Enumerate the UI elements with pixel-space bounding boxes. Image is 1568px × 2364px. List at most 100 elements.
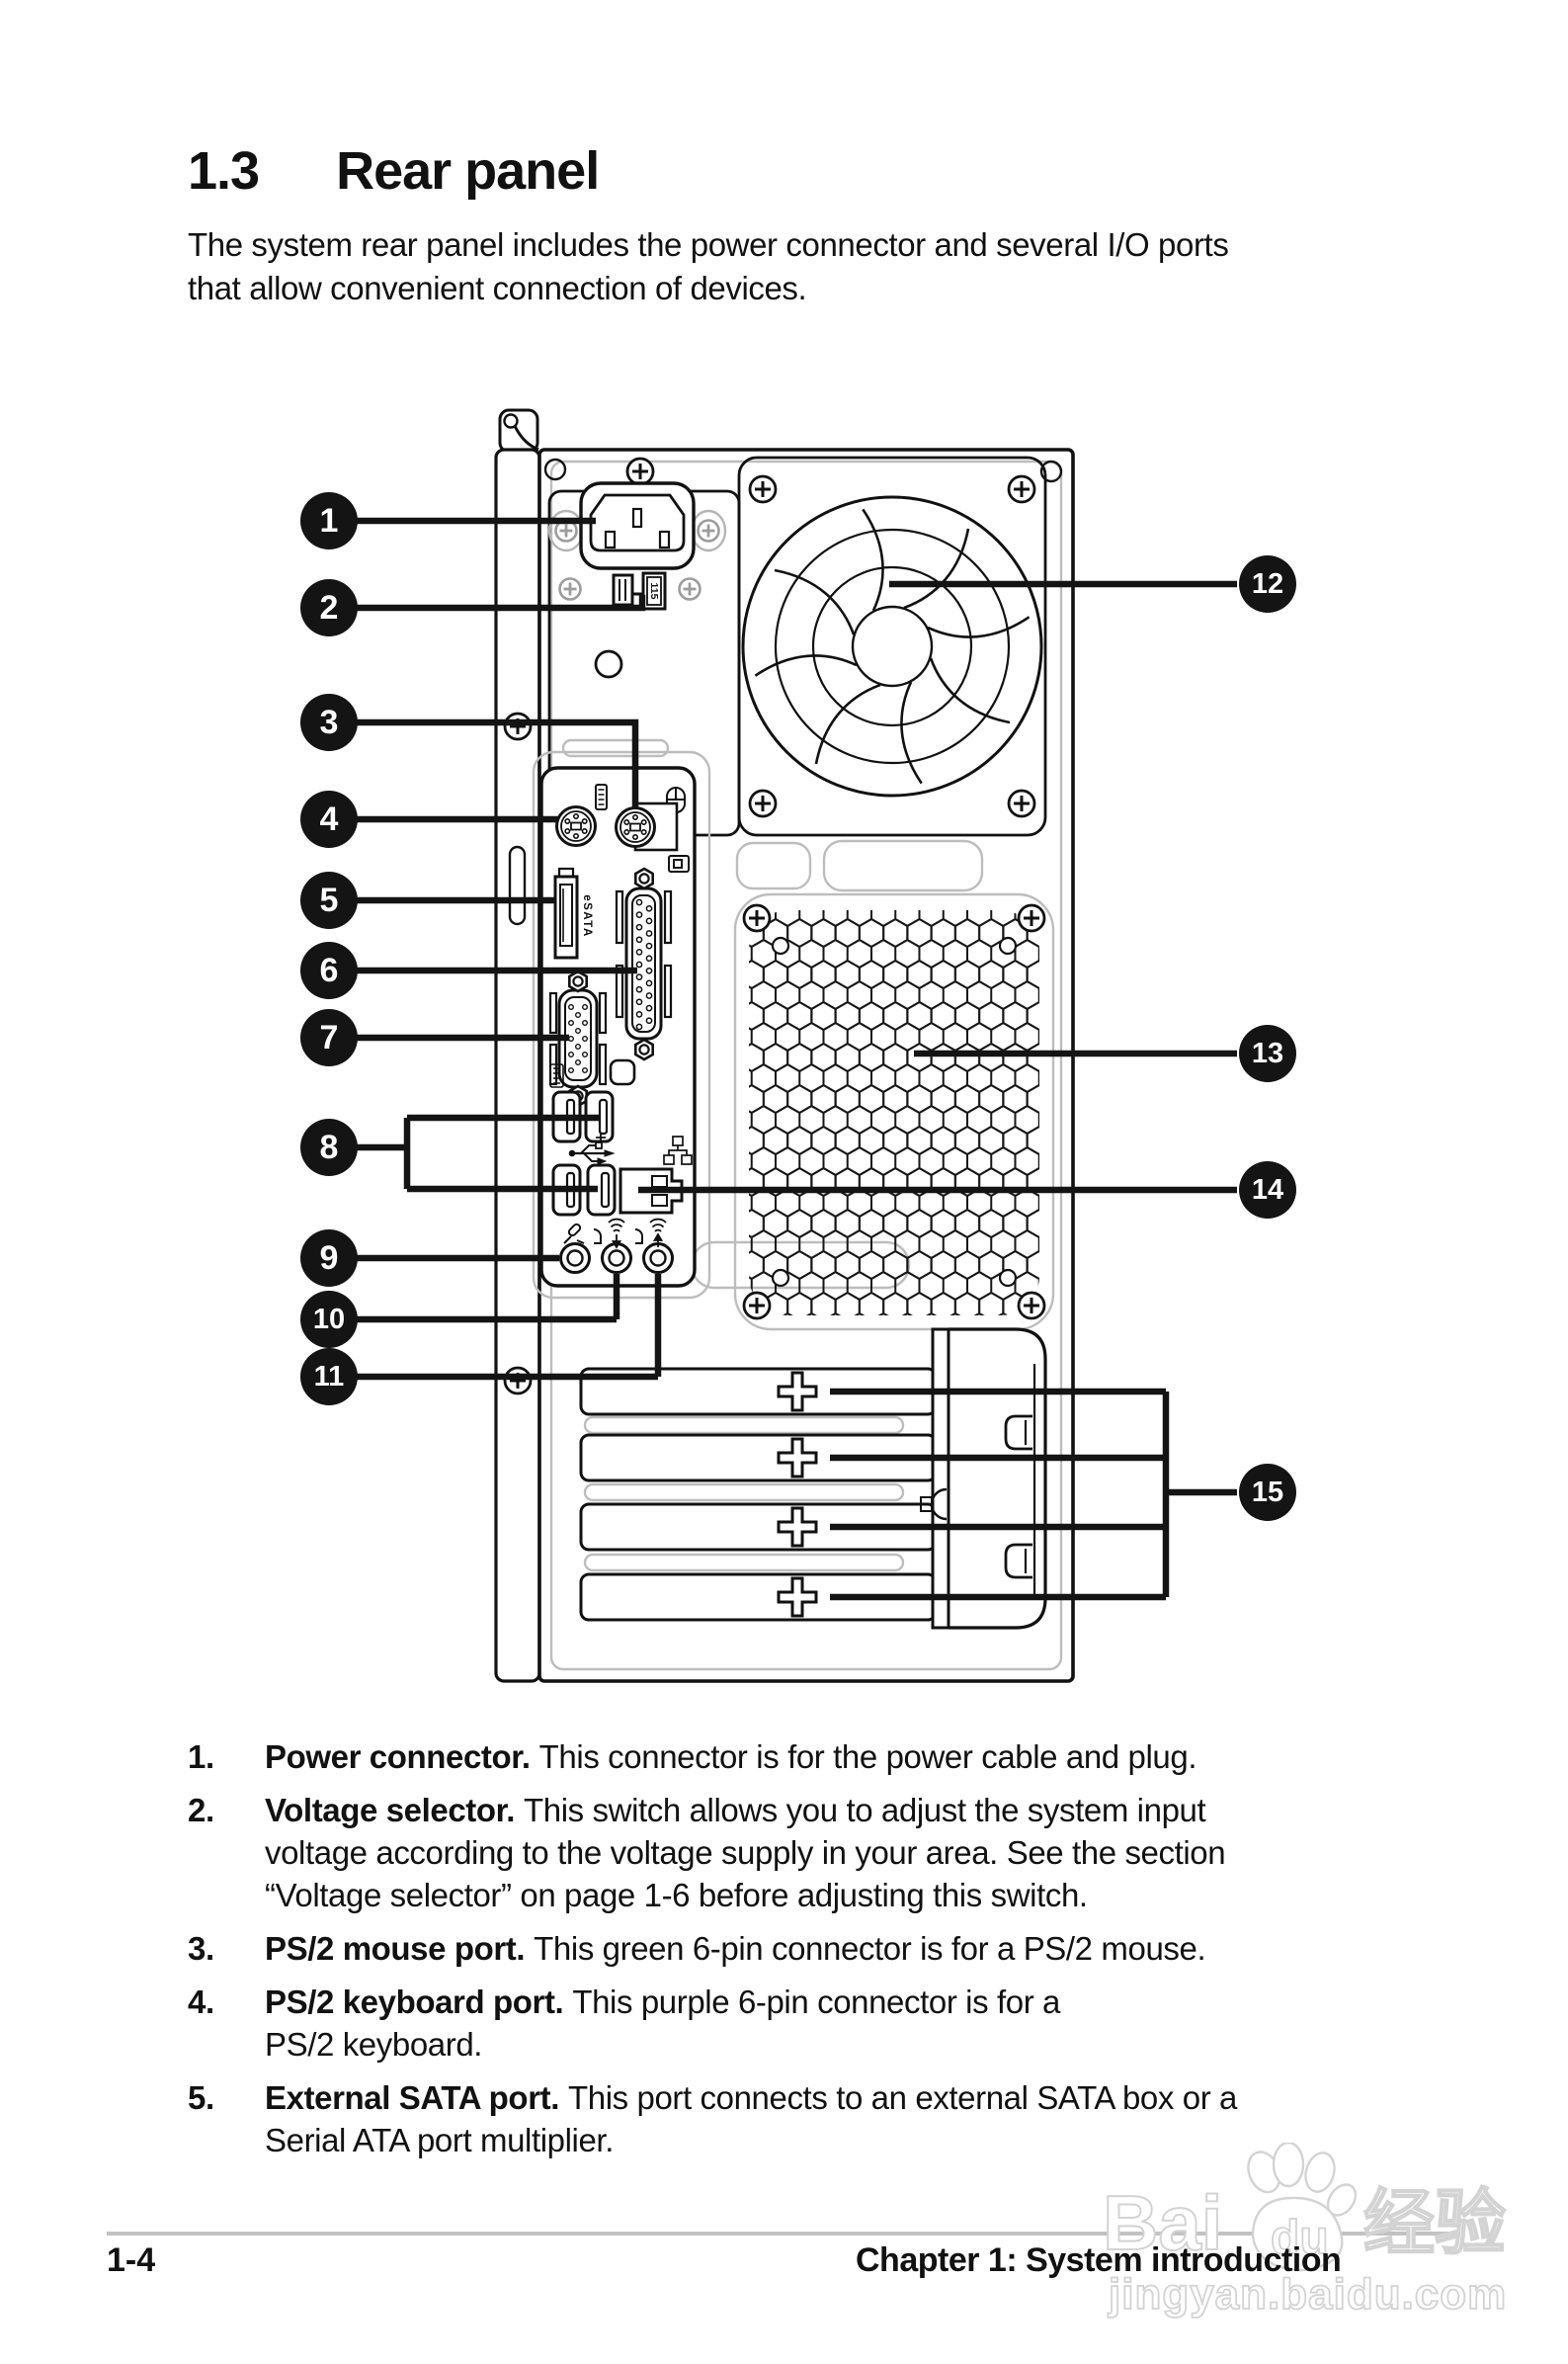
retention-clip-1: [1004, 1414, 1032, 1451]
list-item-4: 4. PS/2 keyboard port.This purple 6-pin …: [188, 1981, 1433, 2066]
vga-port: [548, 988, 608, 1089]
usb-icon: [568, 1133, 616, 1165]
list-item-2: 2. Voltage selector.This switch allows y…: [188, 1789, 1433, 1916]
item-number: 2.: [188, 1792, 214, 1828]
svg-text:14: 14: [1252, 1174, 1283, 1206]
callout-11: 11: [300, 1348, 358, 1405]
voltage-selector-label: 115: [648, 583, 660, 600]
line-out-icon: [649, 1218, 667, 1247]
watermark-du-text: du: [1271, 2212, 1329, 2264]
slot-bracket: [949, 1327, 1047, 1630]
callout-15: 15: [1239, 1464, 1296, 1521]
description-list: 1. Power connector.This connector is for…: [188, 1735, 1433, 2172]
item-text: “Voltage selector” on page 1-6 before ad…: [265, 1877, 1088, 1913]
item-text: voltage according to the voltage supply …: [265, 1834, 1226, 1871]
expansion-slots: [579, 1327, 1047, 1630]
ps2-keyboard-port: [555, 805, 597, 847]
rear-panel-diagram: 115: [296, 400, 1304, 1715]
svg-text:7: 7: [320, 1019, 339, 1056]
svg-text:11: 11: [314, 1361, 345, 1393]
svg-text:15: 15: [1252, 1477, 1283, 1508]
rear-panel-figure: 115: [300, 408, 1296, 1683]
line-in-icon: [608, 1218, 625, 1249]
voltage-selector: [612, 571, 667, 611]
item-number: 3.: [188, 1930, 214, 1967]
item-text: Serial ATA port multiplier.: [265, 2122, 614, 2158]
callout-4: 4: [300, 791, 358, 848]
item-text: This switch allows you to adjust the sys…: [524, 1792, 1206, 1828]
callout-7: 7: [300, 1009, 358, 1066]
list-item-3: 3. PS/2 mouse port.This green 6-pin conn…: [188, 1927, 1433, 1970]
svg-text:2: 2: [320, 589, 339, 627]
dip-icon: [549, 1063, 564, 1088]
intro-paragraph: The system rear panel includes the power…: [188, 223, 1393, 310]
callout-6: 6: [300, 942, 358, 999]
svg-text:3: 3: [320, 704, 339, 741]
callout-2: 2: [300, 579, 358, 636]
callout-leader-lines: [357, 517, 1237, 1601]
callout-1: 1: [300, 492, 358, 549]
svg-text:13: 13: [1252, 1038, 1283, 1069]
vent-plate: [733, 892, 1055, 1331]
callout-8: 8: [300, 1119, 358, 1176]
ps2-mouse-port: [615, 806, 656, 848]
power-connector: [547, 481, 727, 570]
esata-port: [553, 867, 579, 960]
keyboard-icon: [595, 784, 608, 810]
watermark-url-text: jingyan.baidu.com: [1108, 2270, 1507, 2319]
item-term: PS/2 keyboard port.: [265, 1984, 564, 2020]
section-title: Rear panel: [336, 141, 600, 201]
callout-bubbles: 1 2 3 4 5 6 7 8 9 10 11 12 13 14 15: [300, 492, 1296, 1521]
watermark-jingyan-characters: 经验: [1363, 2184, 1506, 2263]
watermark-bai-text: Bai: [1103, 2179, 1222, 2266]
flange-slot: [508, 845, 527, 926]
microphone-jack: [559, 1242, 591, 1274]
icon-hook-1: [593, 1228, 602, 1244]
footer-chapter-title: Chapter 1: System introduction: [856, 2241, 1342, 2279]
item-text: This green 6-pin connector is for a PS/2…: [534, 1930, 1206, 1967]
intro-line-2: that allow convenient connection of devi…: [188, 270, 807, 306]
item-text: This purple 6-pin connector is for a: [572, 1984, 1061, 2020]
item-term: PS/2 mouse port.: [265, 1930, 526, 1967]
item-text: This connector is for the power cable an…: [538, 1738, 1197, 1775]
item-term: Voltage selector.: [265, 1792, 516, 1828]
section-heading: 1.3 Rear panel: [188, 140, 600, 202]
baidu-watermark: Bai du 经验 jingyan.baidu.com: [1095, 2141, 1529, 2335]
lan-icon: [663, 1136, 693, 1165]
punchout-square: [609, 1058, 636, 1086]
callout-14: 14: [1239, 1161, 1296, 1219]
callout-9: 9: [300, 1229, 358, 1287]
icon-hook-2: [634, 1228, 643, 1244]
item-number: 4.: [188, 1984, 214, 2020]
list-item-1: 1. Power connector.This connector is for…: [188, 1735, 1433, 1778]
svg-text:9: 9: [320, 1239, 339, 1277]
callout-3: 3: [300, 694, 358, 751]
item-term: External SATA port.: [265, 2079, 559, 2116]
item-text: PS/2 keyboard.: [265, 2026, 483, 2063]
footer-rule: [107, 2232, 1460, 2236]
svg-text:12: 12: [1252, 568, 1283, 600]
svg-text:5: 5: [320, 882, 339, 919]
intro-line-1: The system rear panel includes the power…: [188, 226, 1229, 263]
psu-fan: [741, 495, 1043, 798]
slot-retention-bar: [931, 1327, 950, 1630]
item-number: 1.: [188, 1738, 214, 1775]
callout-12: 12: [1239, 555, 1296, 613]
svg-text:10: 10: [313, 1304, 345, 1335]
fan-plate: [737, 456, 1047, 837]
section-number: 1.3: [188, 141, 260, 201]
baidu-paw-icon: du: [1247, 2141, 1358, 2272]
esata-label: eSATA: [581, 894, 593, 938]
callout-13: 13: [1239, 1025, 1296, 1082]
line-out-jack: [642, 1242, 674, 1274]
lan-port: [619, 1167, 684, 1215]
callout-10: 10: [300, 1291, 358, 1348]
honeycomb-vent: [749, 910, 1039, 1315]
list-item-5: 5. External SATA port.This port connects…: [188, 2076, 1433, 2161]
item-number: 5.: [188, 2079, 214, 2116]
fan-blades: [754, 508, 1031, 785]
printer-icon: [668, 855, 690, 873]
callout-5: 5: [300, 872, 358, 929]
retention-clip-2: [1004, 1543, 1032, 1579]
microphone-icon: [563, 1223, 585, 1244]
